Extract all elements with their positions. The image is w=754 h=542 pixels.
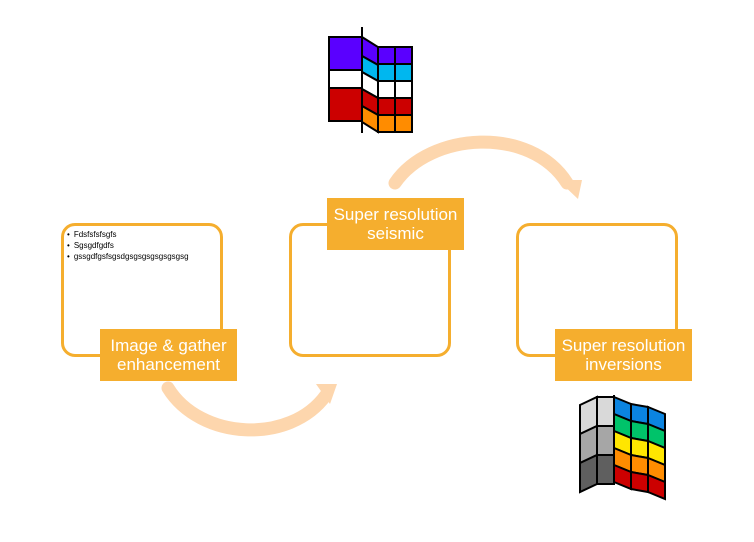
label-line: enhancement <box>116 355 221 374</box>
label-line: seismic <box>367 224 424 243</box>
curved-arrow-bottom <box>161 381 337 437</box>
label-super-resolution-seismic: Super resolution seismic <box>327 198 464 250</box>
panel-left-bullets: Fdsfsfsfsgfs Sgsgdfgdfs gssgdfgsfsgsdgsg… <box>67 229 189 262</box>
label-line: Super resolution <box>561 336 686 355</box>
label-image-gather-enhancement: Image & gather enhancement <box>100 329 237 381</box>
label-line: inversions <box>585 355 662 374</box>
bullet-item: gssgdfgsfsgsdgsgsgsgsgsgsgsg <box>67 251 189 262</box>
inversion-block-icon <box>579 395 666 501</box>
label-line: Image & gather <box>110 336 227 355</box>
label-line: Super resolution <box>333 205 458 224</box>
curved-arrow-top <box>388 135 582 199</box>
bullet-item: Fdsfsfsfsgfs <box>67 229 189 240</box>
seismic-block-icon <box>328 27 413 134</box>
bullet-item: Sgsgdfgdfs <box>67 240 189 251</box>
label-super-resolution-inversions: Super resolution inversions <box>555 329 692 381</box>
